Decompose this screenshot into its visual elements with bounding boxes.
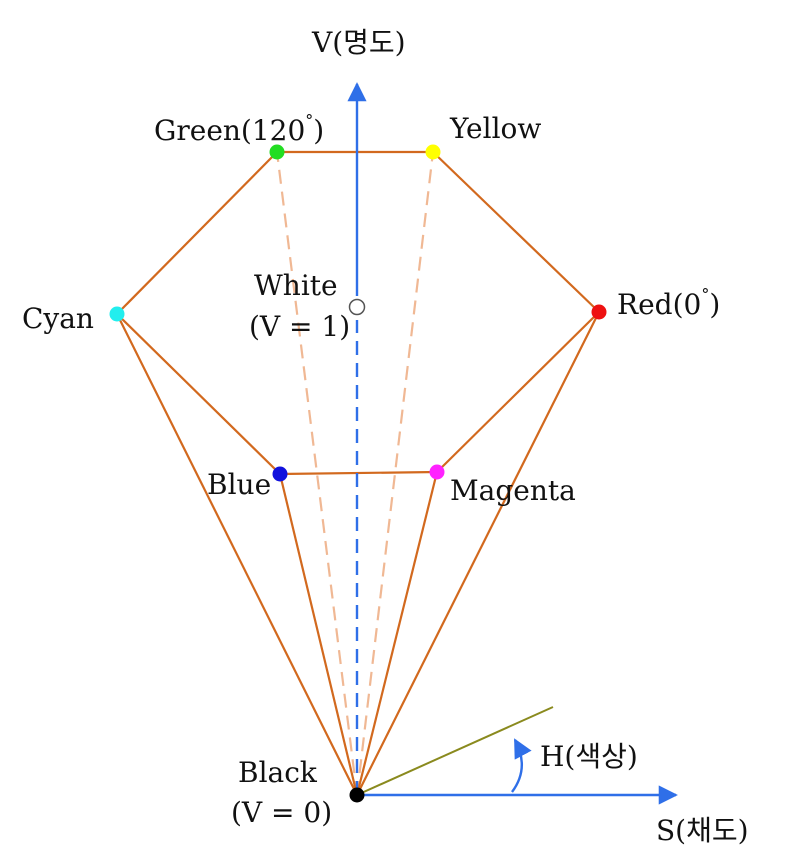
vertex-blue bbox=[272, 466, 288, 482]
green-label: Green(120°) bbox=[154, 111, 324, 147]
hue-arc-arrow bbox=[511, 738, 532, 793]
hidden-edges bbox=[275, 151, 435, 796]
edge-black-cyan bbox=[116, 313, 358, 796]
edge-black-red bbox=[356, 311, 600, 796]
edge-black-yellow-hidden bbox=[355, 151, 435, 796]
edge-cyan-blue bbox=[116, 313, 281, 475]
edge-blue-magenta bbox=[279, 470, 438, 476]
white-label: White bbox=[254, 269, 338, 302]
vertex-magenta bbox=[429, 464, 445, 480]
vertex-yellow bbox=[425, 144, 441, 160]
labels: V(명도) S(채도) H(색상) Green(120°) Yellow Cya… bbox=[22, 26, 749, 847]
vertices bbox=[109, 144, 607, 803]
edge-magenta-red bbox=[436, 311, 600, 473]
hexcone-edges bbox=[116, 150, 600, 796]
s-axis-label: S(채도) bbox=[656, 814, 749, 847]
black-label: Black bbox=[238, 756, 318, 789]
vertex-black bbox=[349, 787, 365, 803]
edge-black-blue bbox=[278, 473, 359, 796]
magenta-label: Magenta bbox=[450, 474, 576, 507]
edge-black-magenta bbox=[355, 471, 439, 796]
white-value: (V = 1) bbox=[249, 310, 350, 343]
vertex-cyan bbox=[109, 306, 125, 322]
yellow-label: Yellow bbox=[449, 112, 541, 145]
blue-label: Blue bbox=[207, 468, 271, 501]
vertex-green bbox=[269, 144, 285, 160]
cyan-label: Cyan bbox=[22, 302, 94, 335]
v-axis-label: V(명도) bbox=[311, 26, 406, 59]
black-value: (V = 0) bbox=[231, 796, 332, 829]
vertex-red bbox=[591, 304, 607, 320]
edge-yellow-red bbox=[432, 151, 600, 313]
edge-green-cyan bbox=[116, 151, 278, 315]
h-axis-label: H(색상) bbox=[540, 740, 638, 773]
vertex-white bbox=[348, 298, 366, 316]
hue-ray bbox=[356, 706, 554, 796]
edge-black-green-hidden bbox=[275, 151, 359, 796]
red-label: Red(0°) bbox=[617, 285, 720, 321]
